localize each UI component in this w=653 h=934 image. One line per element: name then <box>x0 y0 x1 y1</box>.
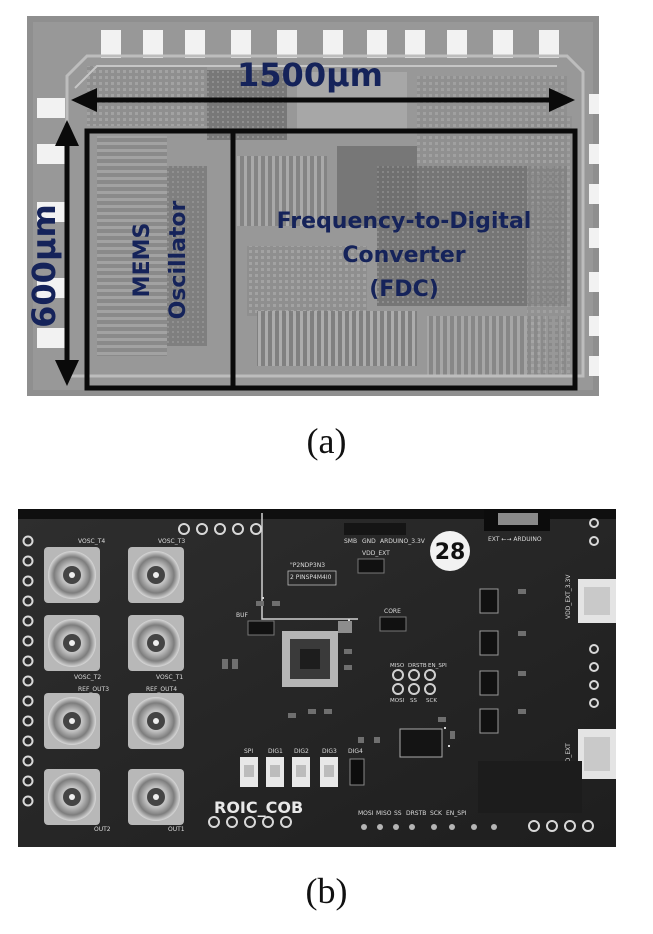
circuit-texture <box>65 54 585 378</box>
ext-arduino-switch <box>484 509 550 531</box>
sma-connector <box>128 693 184 749</box>
bottom-pin-label: EN_SPI <box>446 810 467 817</box>
header-label: SPI <box>244 748 253 755</box>
oscillator-label: Oscillator <box>166 200 191 319</box>
top-label: SMB <box>344 538 357 545</box>
top-label: ARDUINO_3.3V <box>380 538 426 545</box>
connector-label: REF_OUT4 <box>146 686 177 693</box>
fdc-label-line1: Frequency-to-Digital <box>277 209 532 234</box>
through-holes-left <box>22 535 34 807</box>
through-holes-bottom-left <box>208 816 292 828</box>
spi-label: EN_SPI <box>428 663 447 669</box>
spi-label: MOSI <box>390 698 405 704</box>
header-label: DIG2 <box>294 748 309 755</box>
pcb-photo-drawing: VOSC_T4 VOSC_T3 VOSC_T2 VOSC_T1 REF_OUT3… <box>18 509 616 847</box>
header-label: DIG4 <box>348 748 363 755</box>
through-holes-right <box>589 518 599 708</box>
connector-label: VOSC_T3 <box>158 538 185 545</box>
bottom-pin-pads <box>361 824 497 830</box>
sma-connector <box>128 615 184 671</box>
pcb-photo: VOSC_T4 VOSC_T3 VOSC_T2 VOSC_T1 REF_OUT3… <box>18 509 616 847</box>
right-bond-pads <box>589 94 599 376</box>
connector-label: OUT2 <box>94 826 111 833</box>
height-dimension-arrow <box>55 120 79 386</box>
width-dimension-arrow <box>71 88 575 112</box>
top-pin-header <box>247 523 407 636</box>
block-outlines <box>84 128 578 391</box>
left-bond-pads <box>37 98 65 348</box>
fdc-label-line3: (FDC) <box>369 277 439 302</box>
through-holes-top <box>178 523 262 535</box>
spi-label: MISO <box>390 663 405 669</box>
fdc-label-line2: Converter <box>342 243 465 268</box>
caption-a: (a) <box>306 421 347 461</box>
board-number: 28 <box>435 540 466 565</box>
through-holes-bottom-right <box>528 820 594 832</box>
connector-label: REF_OUT3 <box>78 686 109 693</box>
sma-connector <box>128 547 184 603</box>
silkscreen-outline <box>261 513 358 620</box>
side-label: VDD_EXT_3.3V <box>565 574 572 619</box>
mems-label: MEMS <box>130 223 155 298</box>
regulator-ics <box>479 588 499 734</box>
connector-label: VOSC_T2 <box>74 674 101 681</box>
jumper-headers <box>240 757 365 787</box>
top-label: GND <box>362 538 376 545</box>
spi-pads <box>392 669 436 695</box>
caption-b: (b) <box>305 871 348 911</box>
width-dimension-label: 1500μm <box>237 56 383 94</box>
sma-connector <box>44 693 100 749</box>
right-connector-bottom <box>578 729 616 779</box>
sma-connector <box>128 769 184 825</box>
top-label: VDD_EXT <box>362 550 390 557</box>
sma-connector <box>44 547 100 603</box>
die-micrograph: 1500μm 600μm MEMS Oscillator Frequency-t… <box>25 16 599 396</box>
spi-label: SS <box>410 698 417 704</box>
header-label: DIG3 <box>322 748 337 755</box>
bottom-pin-label: SCK <box>430 810 443 817</box>
height-dimension-label: 600μm <box>27 204 63 328</box>
die-micrograph-drawing: 1500μm 600μm MEMS Oscillator Frequency-t… <box>25 16 599 396</box>
top-bond-pads <box>101 30 559 58</box>
right-connector-top <box>578 579 616 623</box>
top-label: BUF <box>236 612 249 619</box>
connector-label: VOSC_T4 <box>78 538 105 545</box>
sma-connector <box>44 769 100 825</box>
smd-components <box>222 589 526 743</box>
sma-connector <box>44 615 100 671</box>
board-label: ROIC_COB <box>214 798 303 817</box>
top-label: CORE <box>384 608 401 615</box>
connector-label: VOSC_T1 <box>156 674 183 681</box>
side-label: VDD_EXT <box>565 743 572 771</box>
bottom-pin-label: MOSI <box>358 810 374 817</box>
roic-chip <box>282 631 338 687</box>
spi-label: SCK <box>426 698 437 704</box>
silkscreen-ticks <box>262 597 450 747</box>
blank-region <box>478 761 582 813</box>
chip-marking: 2 PINSP4M4I0 <box>290 574 332 581</box>
spi-label: DRSTB <box>408 663 427 669</box>
header-label: DIG1 <box>268 748 283 755</box>
ext-label: EXT ←→ ARDUINO <box>488 536 542 543</box>
bottom-pin-label: DRSTB <box>406 810 426 817</box>
connector-label: OUT1 <box>168 826 185 833</box>
board-number-badge <box>430 531 470 571</box>
chip-marking: "P2NDP3N3 <box>290 562 325 569</box>
soic-chip <box>399 728 443 758</box>
bottom-pin-label: SS <box>394 810 402 817</box>
bottom-pin-label: MISO <box>376 810 392 817</box>
